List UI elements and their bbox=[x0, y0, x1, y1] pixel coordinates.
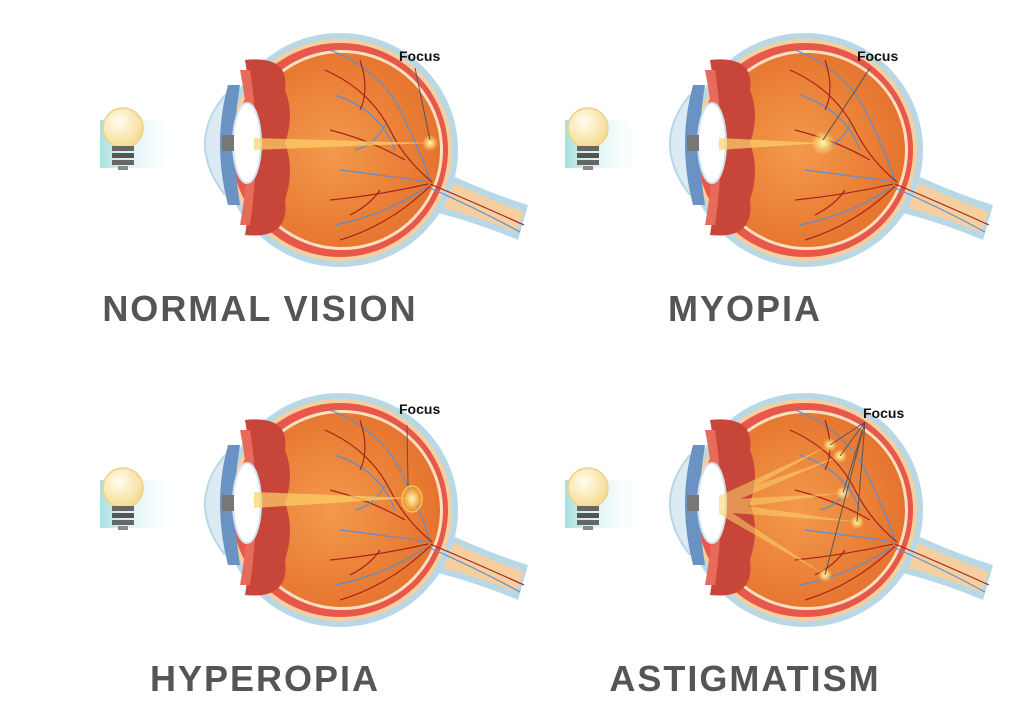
diagram-title: MYOPIA bbox=[667, 288, 822, 329]
panel-astigmatism: Focus ASTIGMATISM bbox=[505, 360, 1005, 699]
focus-label: Focus bbox=[399, 401, 441, 417]
focus-label: Focus bbox=[399, 48, 441, 64]
eye-cross-section-icon bbox=[99, 392, 529, 628]
focus-label: Focus bbox=[863, 405, 905, 421]
eye-cross-section-icon bbox=[99, 32, 529, 268]
panel-normal-vision: Focus NORMAL VISION bbox=[40, 0, 540, 330]
panel-hyperopia: Focus HYPEROPIA bbox=[40, 360, 540, 699]
diagram-title: HYPEROPIA bbox=[149, 658, 381, 699]
diagram-title: NORMAL VISION bbox=[102, 288, 418, 329]
diagram-title: ASTIGMATISM bbox=[609, 658, 881, 699]
eye-cross-section-icon bbox=[564, 392, 994, 628]
eye-cross-section-icon bbox=[564, 32, 994, 268]
focus-label: Focus bbox=[857, 48, 899, 64]
panel-myopia: Focus MYOPIA bbox=[505, 0, 1005, 330]
